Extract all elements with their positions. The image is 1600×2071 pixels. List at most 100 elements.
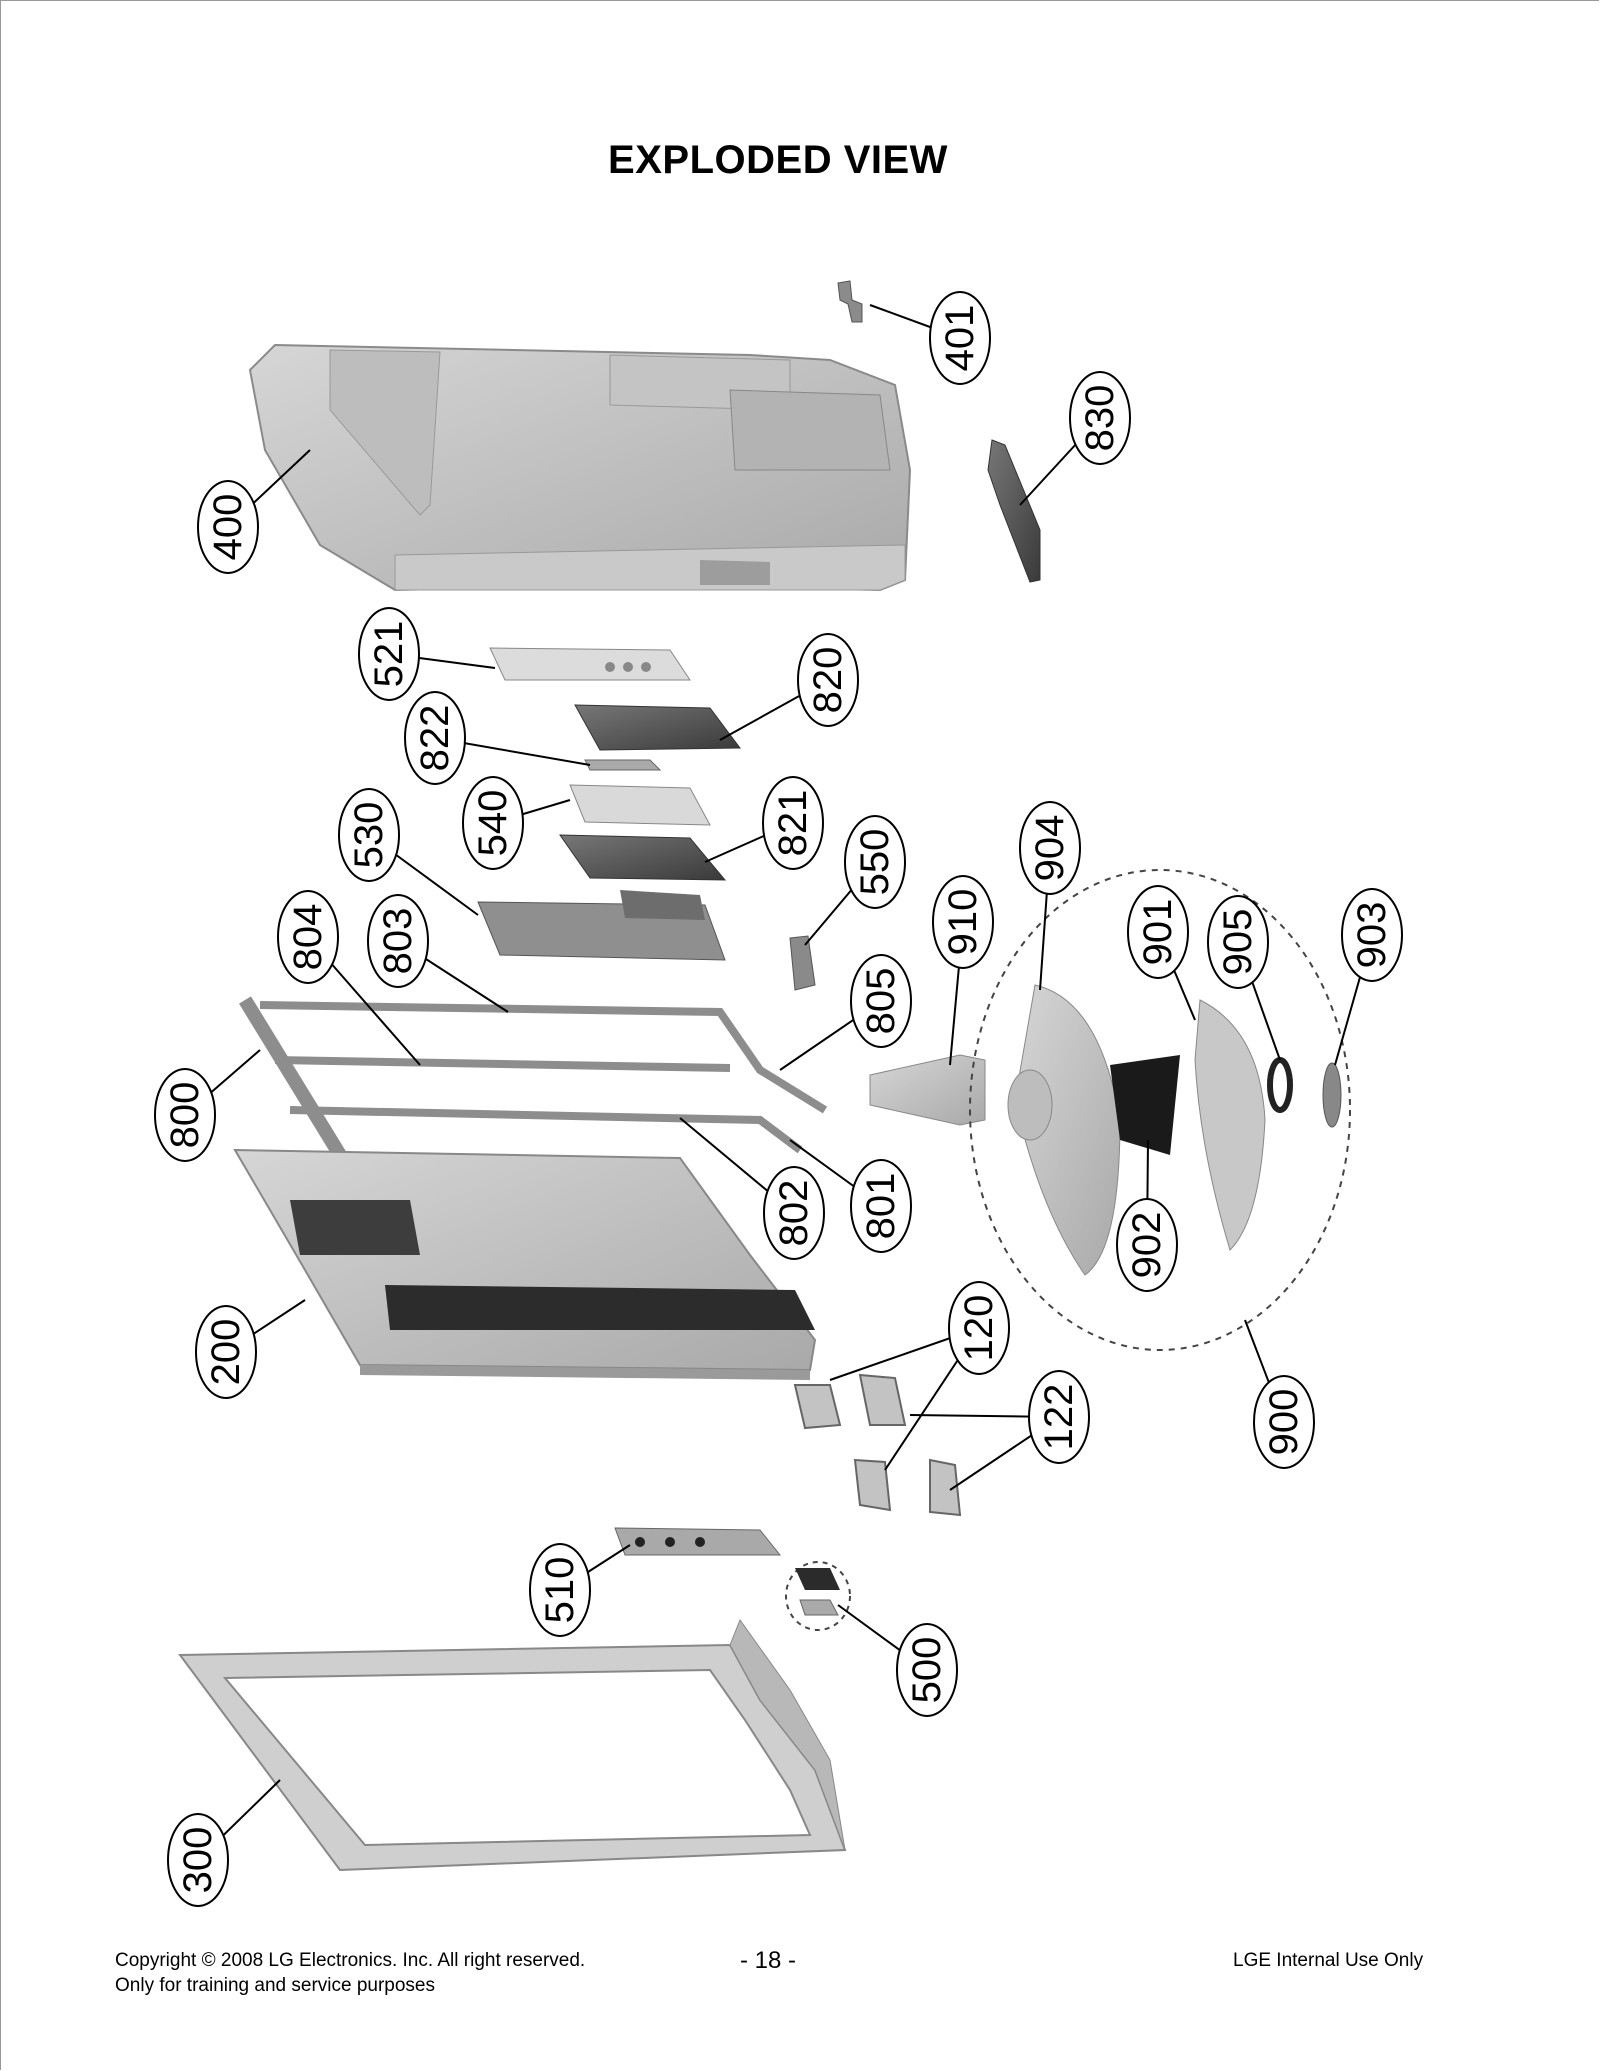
callout-910: 910	[932, 875, 994, 1066]
callout-label: 120	[957, 1295, 1001, 1362]
callout-bubble	[277, 890, 339, 984]
page-title: EXPLODED VIEW	[608, 138, 948, 182]
callout-label: 803	[376, 908, 420, 975]
callout-label: 904	[1028, 815, 1072, 882]
part-521-shield	[489, 647, 691, 681]
callout-label: 122	[1037, 1384, 1081, 1451]
part-540-board	[569, 784, 711, 826]
callout-200: 200	[195, 1299, 306, 1399]
callout-bubble	[762, 776, 824, 870]
callout-120: 120	[829, 1281, 1010, 1471]
callout-122: 122	[909, 1370, 1090, 1491]
part-820-board	[574, 704, 741, 751]
callout-401: 401	[869, 291, 991, 385]
callout-bubble	[850, 954, 912, 1048]
callout-bubble	[763, 1166, 825, 1260]
part-800-frames	[239, 996, 828, 1159]
callout-bubble	[1019, 801, 1081, 895]
callout-bubble	[338, 788, 400, 882]
callout-label: 903	[1350, 902, 1394, 969]
part-500-group	[785, 1561, 851, 1631]
callout-550: 550	[804, 815, 906, 946]
footer-left: Copyright © 2008 LG Electronics. Inc. Al…	[115, 1948, 585, 1998]
callout-bubble	[404, 691, 466, 785]
callout-901: 901	[1127, 885, 1196, 1021]
callout-label: 900	[1262, 1389, 1306, 1456]
callout-label: 805	[859, 968, 903, 1035]
part-200-module	[233, 1148, 817, 1380]
callout-bubble	[929, 291, 991, 385]
part-300-front-bezel	[178, 1618, 847, 1872]
callout-bubble	[1028, 1370, 1090, 1464]
part-510-panel	[614, 1527, 782, 1556]
callout-label: 400	[206, 494, 250, 561]
footer-page-number: - 18 -	[740, 1947, 797, 1974]
callout-label: 530	[347, 802, 391, 869]
callout-bubble	[850, 1159, 912, 1253]
callout-800: 800	[154, 1049, 261, 1162]
callout-label: 300	[176, 1827, 220, 1894]
callout-bubble	[1069, 371, 1131, 465]
footer-internal-use: LGE Internal Use Only	[1233, 1950, 1424, 1971]
footer-purpose: Only for training and service purposes	[115, 1975, 435, 1996]
part-550-bracket	[789, 935, 816, 991]
callout-label: 801	[859, 1173, 903, 1240]
callout-label: 821	[771, 790, 815, 857]
callout-902: 902	[1116, 1139, 1178, 1292]
part-900-stand-group	[969, 869, 1351, 1351]
callout-label: 802	[772, 1180, 816, 1247]
part-401-bracket	[837, 280, 863, 323]
callout-821: 821	[704, 776, 824, 870]
callout-801: 801	[789, 1139, 912, 1253]
callout-bubble	[358, 607, 420, 701]
callout-530: 530	[338, 788, 479, 916]
part-830-bracket	[987, 439, 1041, 583]
part-120-122-brackets	[793, 1373, 962, 1517]
footer-copyright: Copyright © 2008 LG Electronics. Inc. Al…	[115, 1950, 586, 1971]
callout-804: 804	[277, 890, 421, 1066]
callout-521: 521	[358, 607, 496, 701]
part-910-neck	[869, 1054, 986, 1126]
callout-label: 800	[163, 1082, 207, 1149]
callout-label: 401	[938, 305, 982, 372]
callout-900: 900	[1244, 1319, 1315, 1469]
callout-905: 905	[1207, 895, 1281, 1061]
part-400-back-cover	[248, 343, 912, 592]
callout-label: 820	[806, 647, 850, 714]
callout-label: 830	[1078, 385, 1122, 452]
callout-bubble	[932, 875, 994, 969]
callout-label: 200	[204, 1319, 248, 1386]
callout-bubble	[1207, 895, 1269, 989]
part-530-main-board	[477, 890, 726, 961]
callout-label: 822	[413, 705, 457, 772]
callout-bubble	[1341, 888, 1403, 982]
callout-510: 510	[529, 1543, 631, 1637]
callout-bubble	[896, 1623, 958, 1717]
callout-bubble	[197, 480, 259, 574]
callout-bubble	[1116, 1198, 1178, 1292]
callout-label: 540	[471, 790, 515, 857]
callout-bubble	[154, 1068, 216, 1162]
callout-label: 550	[853, 829, 897, 896]
callout-label: 510	[538, 1557, 582, 1624]
callout-bubble	[195, 1305, 257, 1399]
callout-label: 521	[367, 621, 411, 688]
callout-label: 500	[905, 1637, 949, 1704]
part-821-heatsink	[559, 834, 727, 881]
callout-bubble	[1127, 885, 1189, 979]
callout-903: 903	[1334, 888, 1403, 1066]
callout-bubble	[844, 815, 906, 909]
callout-bubble	[797, 633, 859, 727]
callout-bubble	[529, 1543, 591, 1637]
callout-500: 500	[837, 1604, 958, 1717]
callout-bubble	[1253, 1375, 1315, 1469]
callout-400: 400	[197, 449, 311, 574]
callout-bubble	[167, 1813, 229, 1907]
callout-803: 803	[367, 894, 509, 1013]
callout-label: 804	[286, 904, 330, 971]
callout-300: 300	[167, 1779, 281, 1907]
part-822-bracket	[584, 759, 662, 771]
